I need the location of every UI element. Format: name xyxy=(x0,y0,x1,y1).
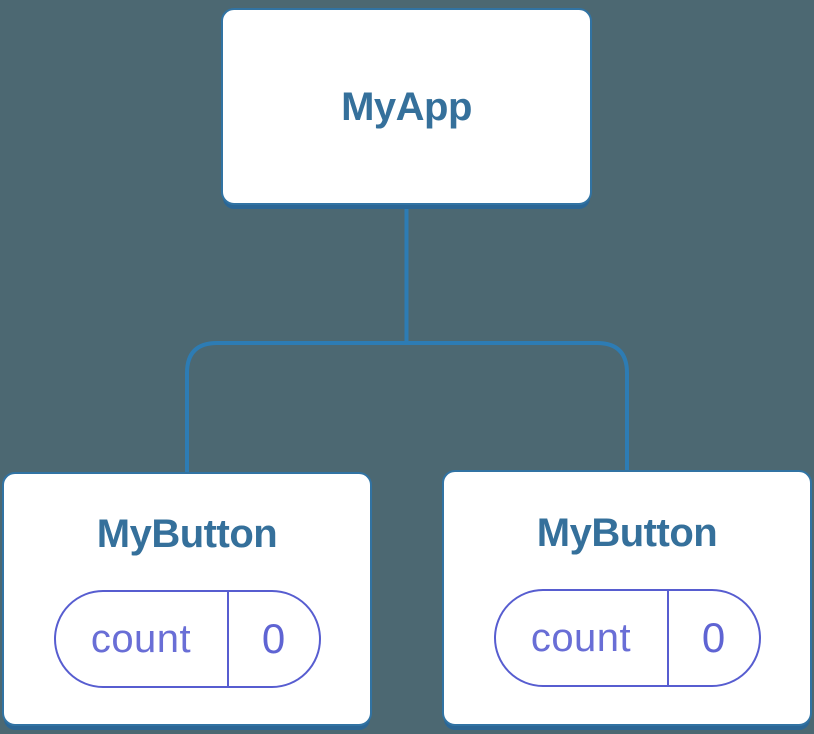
state-key-cell: count xyxy=(496,591,669,685)
state-value: 0 xyxy=(261,615,286,662)
connector-branch xyxy=(185,341,629,473)
node-mybutton-1: MyButton count 0 xyxy=(2,472,372,726)
state-pill: count 0 xyxy=(493,589,761,687)
state-pill: count 0 xyxy=(53,590,321,688)
node-label: MyApp xyxy=(341,84,472,129)
state-key: count xyxy=(530,615,632,660)
state-key: count xyxy=(90,616,192,661)
state-value: 0 xyxy=(701,614,726,661)
node-label: MyButton xyxy=(96,512,278,556)
node-label: MyButton xyxy=(536,511,718,555)
state-value-cell: 0 xyxy=(669,591,759,685)
state-value-cell: 0 xyxy=(229,592,319,686)
node-mybutton-2: MyButton count 0 xyxy=(442,470,812,726)
state-key-cell: count xyxy=(56,592,229,686)
node-myapp: MyApp xyxy=(221,8,592,205)
